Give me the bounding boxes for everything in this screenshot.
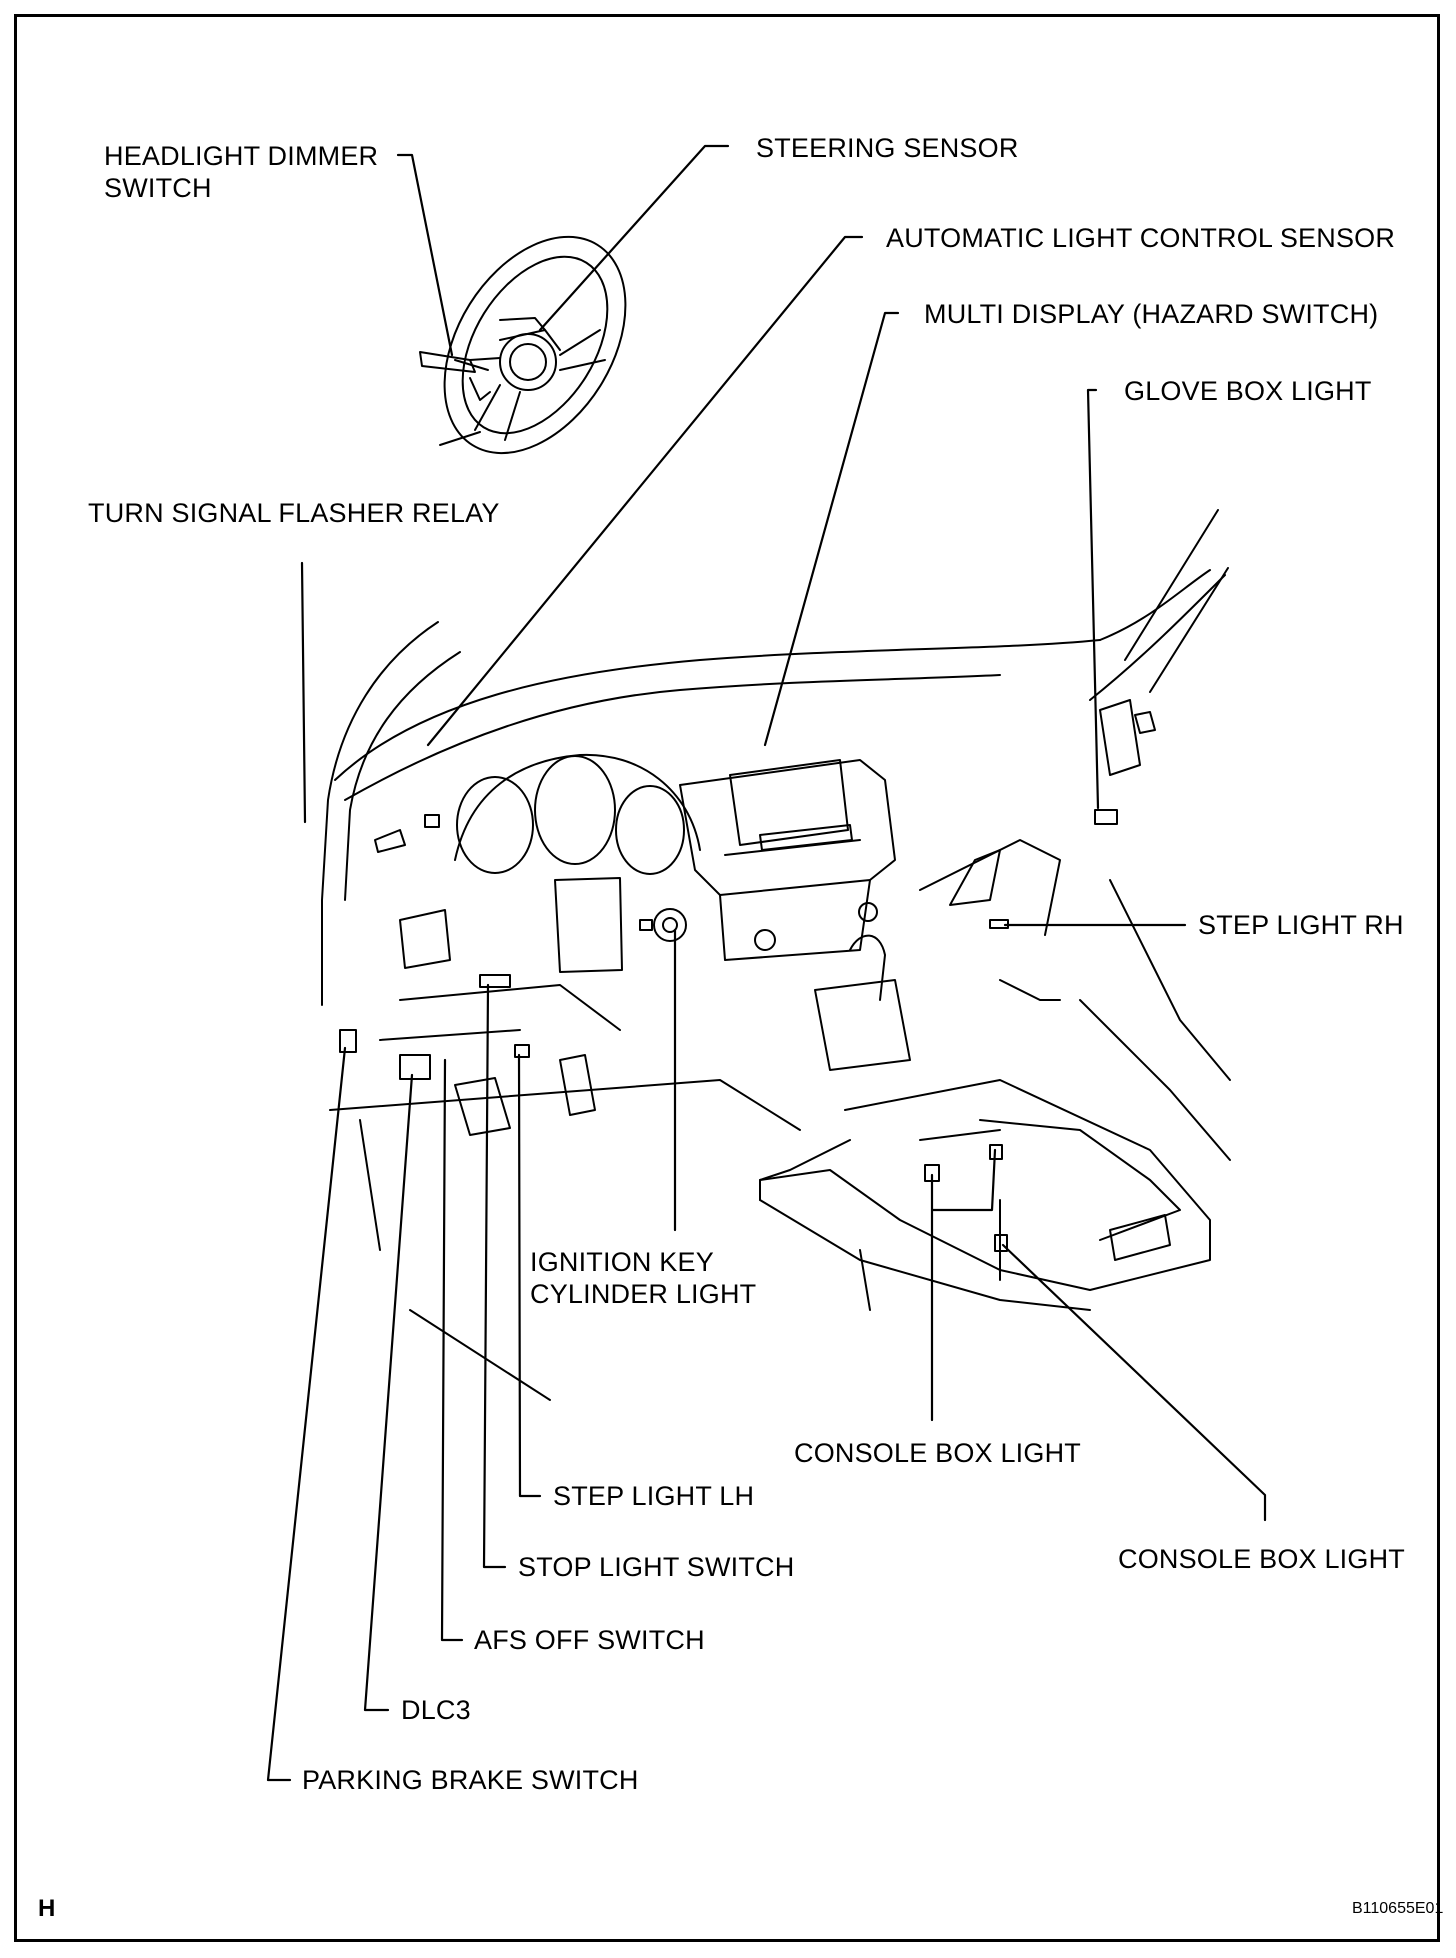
label-console-box-light-1: CONSOLE BOX LIGHT (794, 1438, 1081, 1468)
label-ignition-key-cylinder-light: IGNITION KEY CYLINDER LIGHT (530, 1247, 757, 1309)
figure-code: B110655E01 (1352, 1900, 1444, 1917)
label-parking-brake-switch: PARKING BRAKE SWITCH (302, 1765, 639, 1795)
label-multi-display: MULTI DISPLAY (HAZARD SWITCH) (924, 299, 1379, 329)
dashboard-drawing (321, 509, 1231, 1401)
label-step-light-lh: STEP LIGHT LH (553, 1481, 755, 1511)
label-dlc3: DLC3 (401, 1695, 471, 1725)
leader-lines (266, 144, 1267, 1782)
label-stop-light-switch: STOP LIGHT SWITCH (518, 1552, 795, 1582)
steering-wheel-drawing (419, 235, 627, 455)
label-turn-signal-flasher-relay: TURN SIGNAL FLASHER RELAY (88, 498, 500, 528)
corner-letter: H (38, 1895, 56, 1922)
label-automatic-light-control-sensor: AUTOMATIC LIGHT CONTROL SENSOR (886, 223, 1396, 253)
label-steering-sensor: STEERING SENSOR (756, 133, 1019, 163)
diagram-frame (14, 14, 1440, 1942)
label-step-light-rh: STEP LIGHT RH (1198, 910, 1404, 940)
label-afs-off-switch: AFS OFF SWITCH (474, 1625, 705, 1655)
label-headlight-dimmer-switch: HEADLIGHT DIMMER SWITCH (104, 141, 379, 203)
label-glove-box-light: GLOVE BOX LIGHT (1124, 376, 1372, 406)
label-console-box-light-2: CONSOLE BOX LIGHT (1118, 1544, 1405, 1574)
